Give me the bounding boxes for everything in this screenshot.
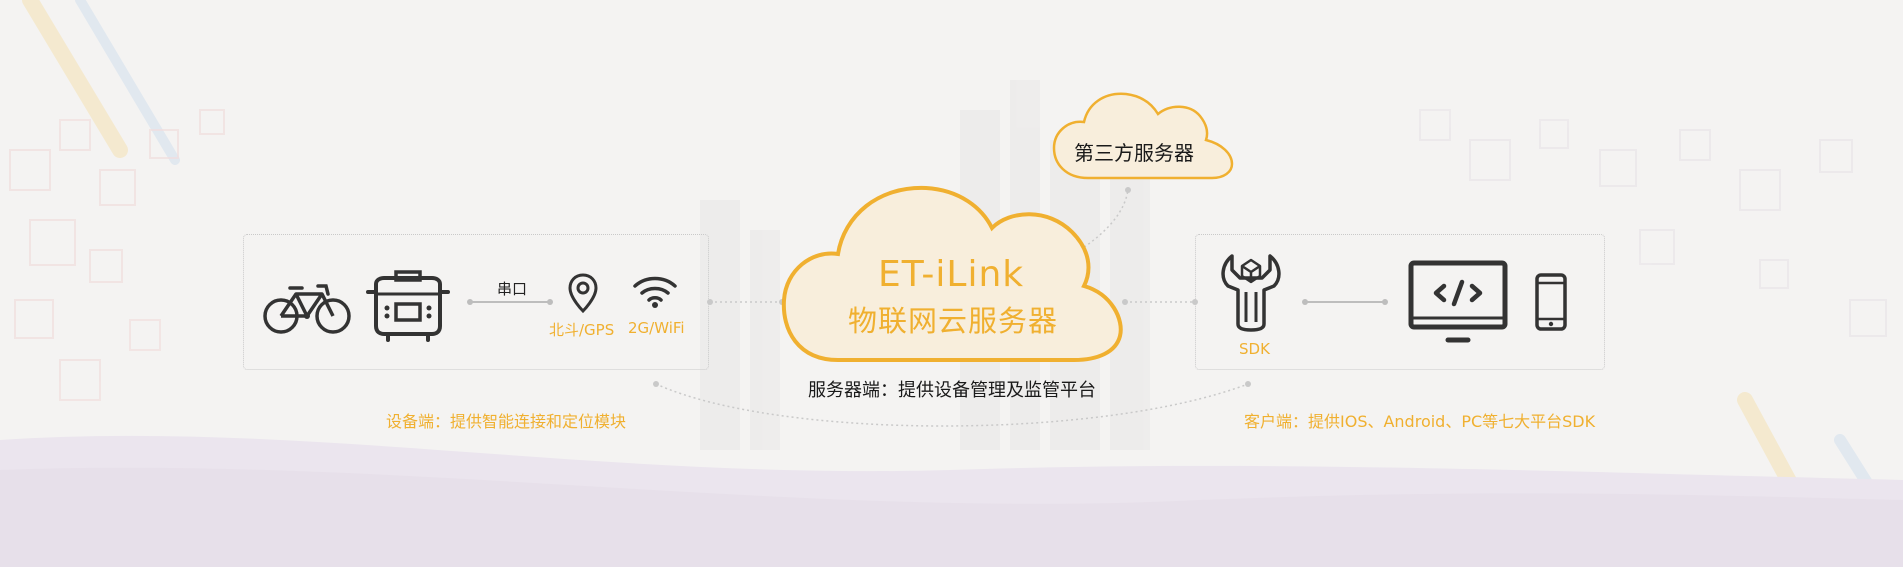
wifi-icon xyxy=(633,276,677,308)
monitor-code-icon xyxy=(1408,260,1508,343)
third-party-label: 第三方服务器 xyxy=(1074,141,1194,165)
sdk-wrench-icon xyxy=(1221,254,1281,332)
server-caption: 服务器端：提供设备管理及监管平台 xyxy=(808,380,1096,401)
serial-label: 串口 xyxy=(497,280,528,298)
rice-cooker-icon xyxy=(366,270,450,342)
bicycle-icon xyxy=(263,284,351,334)
wifi-label: 2G/WiFi xyxy=(628,319,685,337)
phone-icon xyxy=(1535,273,1567,331)
location-pin-icon xyxy=(568,273,598,314)
client-caption: 客户端：提供IOS、Android、PC等七大平台SDK xyxy=(1244,412,1596,431)
gps-label: 北斗/GPS xyxy=(549,321,615,339)
device-caption: 设备端：提供智能连接和定位模块 xyxy=(386,412,627,431)
server-subtitle: 物联网云服务器 xyxy=(848,304,1059,338)
server-cloud-icon xyxy=(781,185,1123,362)
third-party-cloud-icon xyxy=(1052,92,1234,180)
server-title: ET-iLink xyxy=(878,254,1025,295)
sdk-label: SDK xyxy=(1239,340,1270,358)
